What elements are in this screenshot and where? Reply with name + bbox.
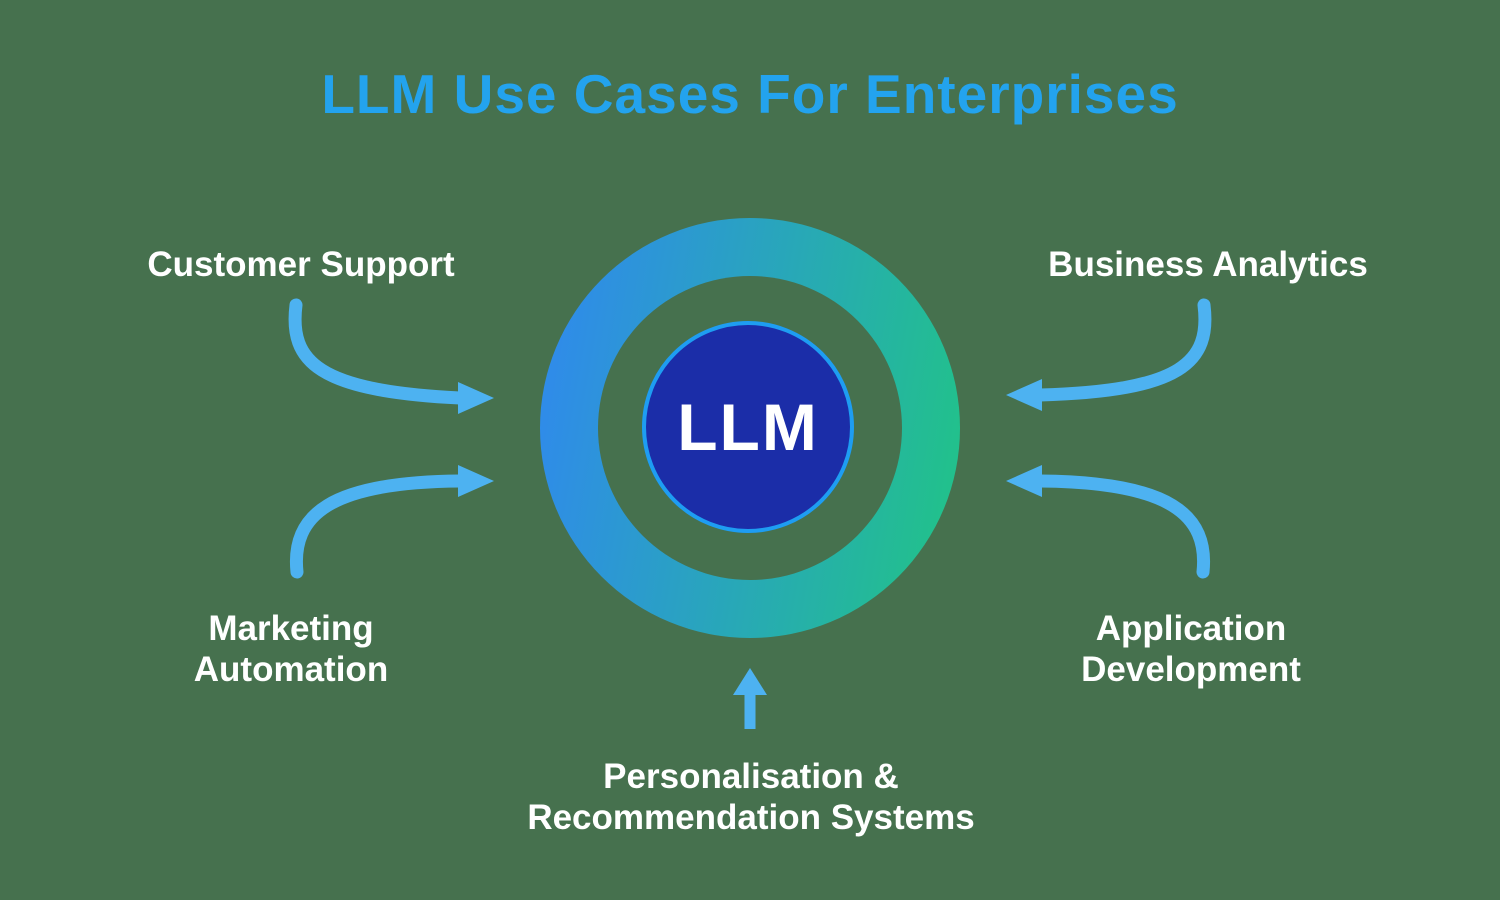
- llm-circle: LLM: [642, 321, 854, 533]
- arrow-personalisation-icon: [733, 668, 767, 729]
- arrow-application-development-icon: [1006, 465, 1211, 579]
- use-case-customer-support: Customer Support: [147, 245, 455, 284]
- use-case-application-development: Application Development: [1081, 609, 1301, 690]
- page-title: LLM Use Cases For Enterprises: [321, 63, 1179, 125]
- llm-label: LLM: [677, 390, 819, 464]
- use-case-marketing-automation: Marketing Automation: [193, 609, 389, 690]
- use-case-business-analytics: Business Analytics: [1048, 245, 1368, 284]
- use-case-personalisation-recommendation: Personalisation & Recommendation Systems: [527, 757, 975, 838]
- arrow-business-analytics-icon: [1006, 298, 1212, 411]
- arrow-customer-support-icon: [288, 298, 494, 414]
- arrow-marketing-automation-icon: [289, 465, 494, 579]
